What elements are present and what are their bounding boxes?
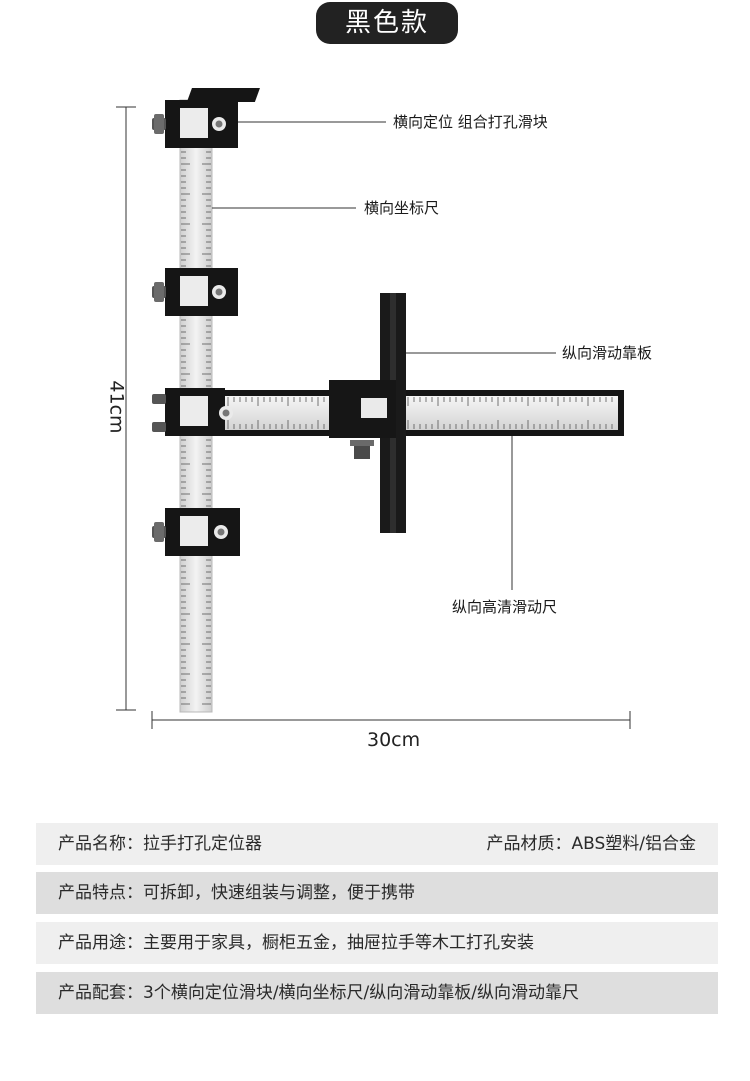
width-dimension-label: 30cm: [367, 729, 421, 751]
height-dimension-line: [116, 106, 136, 711]
slider-block-middle: [152, 268, 238, 316]
vertical-sliding-fence: [329, 293, 406, 533]
spec-usage-label: 产品用途：: [58, 933, 143, 953]
callout-leaders: [212, 121, 556, 590]
spec-material-value: ABS塑料/铝合金: [571, 834, 696, 854]
product-illustration: [116, 88, 631, 729]
callout-vertical-fence: 纵向滑动靠板: [562, 344, 653, 362]
spec-row-usage: 产品用途：主要用于家具，橱柜五金，抽屉拉手等木工打孔安装: [36, 922, 718, 964]
callout-slider-block: 横向定位 组合打孔滑块: [393, 113, 548, 131]
spec-row-name-material: 产品名称：拉手打孔定位器 产品材质：ABS塑料/铝合金: [36, 823, 718, 865]
spec-name-label: 产品名称：: [58, 834, 143, 854]
spec-features-label: 产品特点：: [58, 883, 143, 903]
slider-block-top: [152, 88, 260, 148]
spec-accessories-label: 产品配套：: [58, 983, 143, 1003]
callout-vertical-ruler: 纵向高清滑动尺: [452, 598, 558, 616]
slider-block-junction: [152, 388, 233, 436]
spec-features-value: 可拆卸，快速组装与调整，便于携带: [143, 883, 415, 903]
slider-block-bottom: [152, 508, 240, 556]
width-dimension-line: [151, 711, 631, 729]
spec-name-value: 拉手打孔定位器: [143, 834, 262, 854]
callout-horizontal-ruler: 横向坐标尺: [364, 199, 440, 217]
spec-row-accessories: 产品配套：3个横向定位滑块/横向坐标尺/纵向滑动靠板/纵向滑动靠尺: [36, 972, 718, 1014]
height-dimension-label: 41cm: [105, 380, 128, 434]
spec-material-label: 产品材质：: [486, 834, 572, 854]
spec-accessories-value: 3个横向定位滑块/横向坐标尺/纵向滑动靠板/纵向滑动靠尺: [143, 983, 579, 1003]
spec-row-features: 产品特点：可拆卸，快速组装与调整，便于携带: [36, 872, 718, 914]
spec-usage-value: 主要用于家具，橱柜五金，抽屉拉手等木工打孔安装: [143, 933, 534, 953]
product-color-title: 黑色款: [316, 2, 458, 44]
